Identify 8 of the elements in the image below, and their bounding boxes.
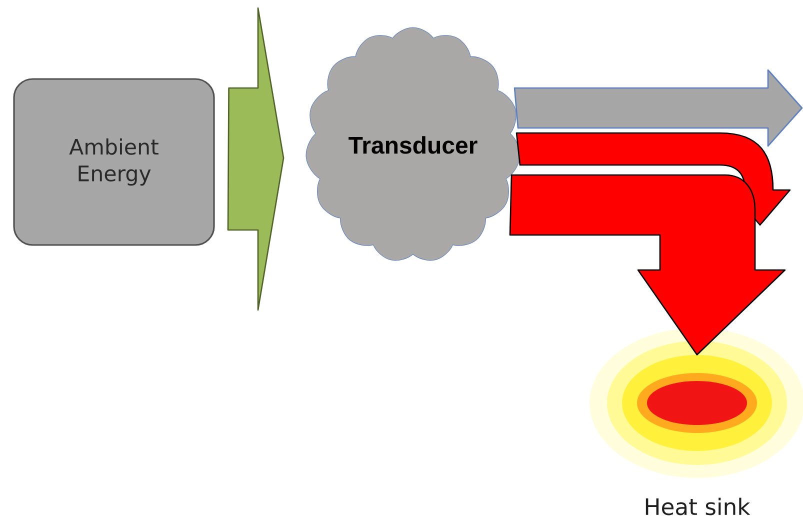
source-box: Ambient Energy <box>13 78 215 246</box>
input-arrow <box>227 7 284 311</box>
heat-sink-glow <box>590 328 803 478</box>
node-caption: Heat sink <box>646 498 750 516</box>
loss-arrow <box>516 132 791 226</box>
heat-arrow <box>509 174 786 356</box>
output-arrow <box>514 69 803 147</box>
transducer-cloud: Transducer <box>306 27 520 261</box>
